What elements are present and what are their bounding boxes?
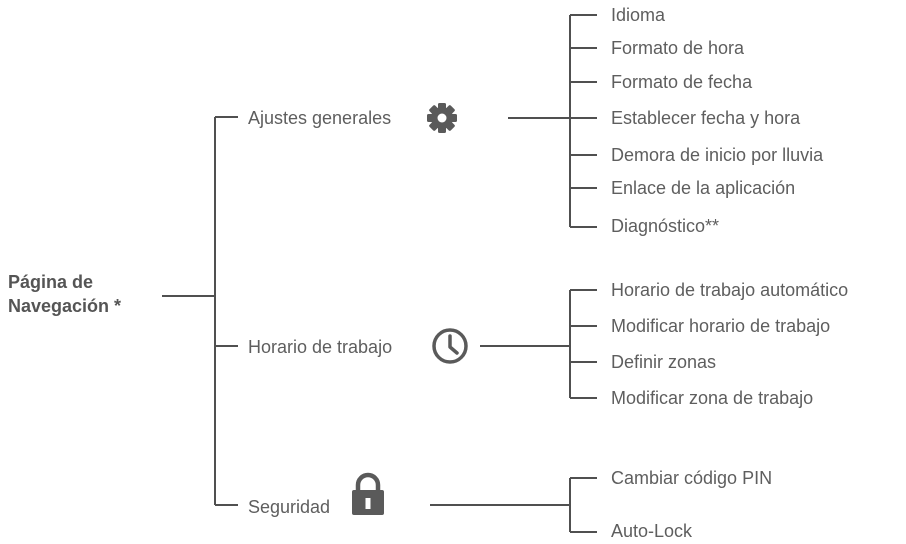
list-item: Formato de fecha: [611, 72, 753, 92]
root-title-line1: Página de: [8, 272, 94, 292]
list-item: Enlace de la aplicación: [611, 178, 796, 198]
clock-icon: [431, 327, 469, 365]
list-item: Establecer fecha y hora: [611, 108, 801, 128]
list-item: Horario de trabajo automático: [611, 280, 849, 300]
root-node-title: Página de Navegación *: [8, 270, 121, 318]
list-item: Modificar horario de trabajo: [611, 316, 831, 336]
branch-ajustes-generales: Ajustes generales: [248, 108, 392, 128]
list-item: Idioma: [611, 5, 666, 25]
list-item: Diagnóstico**: [611, 216, 720, 236]
list-item: Auto-Lock: [611, 521, 693, 541]
list-item: Formato de hora: [611, 38, 745, 58]
lock-icon: [351, 472, 385, 516]
list-item: Definir zonas: [611, 352, 717, 372]
list-item: Demora de inicio por lluvia: [611, 145, 824, 165]
gear-icon: [425, 101, 459, 135]
branch-seguridad: Seguridad: [248, 497, 331, 517]
root-title-line2: Navegación *: [8, 296, 122, 316]
list-item: Cambiar código PIN: [611, 468, 773, 488]
list-item: Modificar zona de trabajo: [611, 388, 814, 408]
branch-horario-de-trabajo: Horario de trabajo: [248, 337, 393, 357]
